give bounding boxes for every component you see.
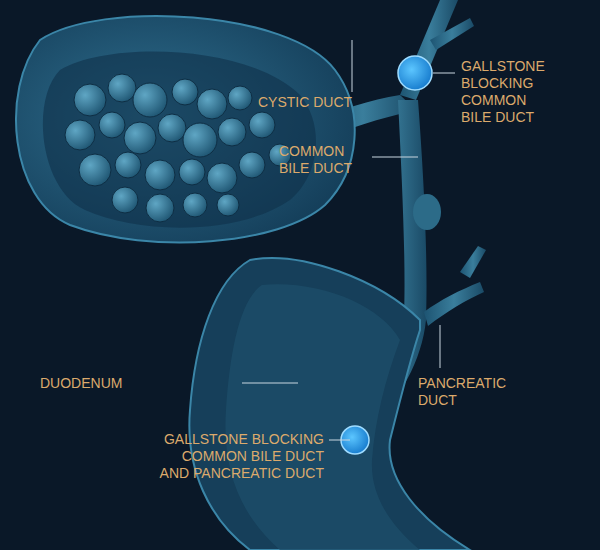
callout-label: GALLSTONE BLOCKING COMMON BILE DUCT AND … (152, 431, 324, 482)
part-label: DUODENUM (40, 375, 190, 392)
callout-label: GALLSTONE BLOCKING COMMON BILE DUCT (461, 58, 555, 126)
part-label: PANCREATIC DUCT (418, 375, 522, 409)
part-label: CYSTIC DUCT (258, 94, 368, 111)
part-label: COMMON BILE DUCT (279, 143, 361, 177)
